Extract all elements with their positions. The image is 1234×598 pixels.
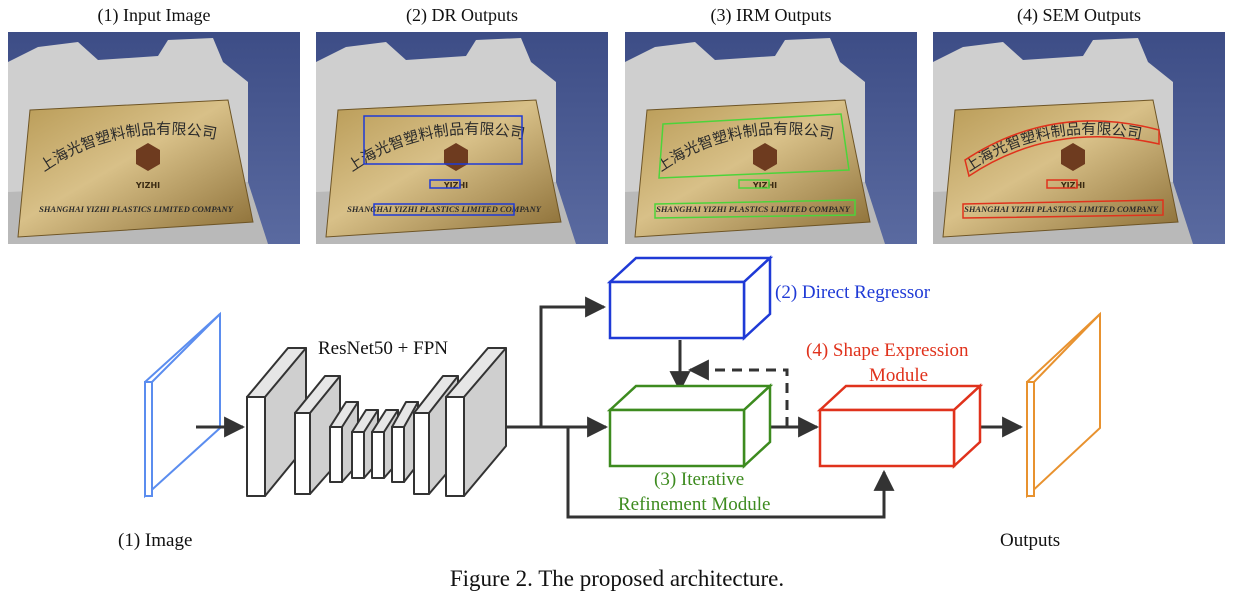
svg-text:YIZHI: YIZHI [752, 181, 777, 190]
panel-title-sem: (4) SEM Outputs [1016, 5, 1141, 25]
architecture-diagram [144, 255, 1101, 519]
svg-text:YIZHI: YIZHI [1060, 181, 1085, 190]
shape-expression-label-1: (4) Shape Expression [806, 340, 969, 361]
iterative-refinement-label-2: Refinement Module [618, 494, 771, 515]
iterative-refinement-label-1: (3) Iterative [654, 469, 745, 490]
backbone-slabs [246, 347, 507, 497]
flow-arrows [506, 296, 1024, 519]
svg-text:SHANGHAI YIZHI PLASTICS LIMITE: SHANGHAI YIZHI PLASTICS LIMITED COMPANY [656, 204, 851, 214]
panel-title-input: (1) Input Image [97, 5, 211, 25]
svg-text:YIZHI: YIZHI [443, 181, 468, 190]
outputs-slab [1026, 311, 1101, 499]
image-label: (1) Image [118, 530, 193, 551]
direct-regressor-box [606, 255, 774, 341]
svg-text:YIZHI: YIZHI [135, 181, 160, 190]
figure-caption: Figure 2. The proposed architecture. [449, 566, 785, 591]
image-slab [144, 311, 221, 499]
shape-expression-label-2: Module [869, 365, 929, 386]
shape-expression-box [816, 383, 984, 469]
svg-text:SHANGHAI YIZHI PLASTICS LIMITE: SHANGHAI YIZHI PLASTICS LIMITED COMPANY [39, 204, 234, 214]
iterative-refinement-box [606, 383, 774, 469]
outputs-label: Outputs [1000, 530, 1061, 551]
svg-text:SHANGHAI YIZHI PLASTICS LIMITE: SHANGHAI YIZHI PLASTICS LIMITED COMPANY [347, 204, 542, 214]
panel-title-irm: (3) IRM Outputs [710, 5, 832, 25]
backbone-label: ResNet50 + FPN [318, 338, 449, 359]
svg-text:SHANGHAI YIZHI PLASTICS LIMITE: SHANGHAI YIZHI PLASTICS LIMITED COMPANY [964, 204, 1159, 214]
direct-regressor-label: (2) Direct Regressor [775, 282, 931, 303]
panel-title-dr: (2) DR Outputs [406, 5, 518, 25]
